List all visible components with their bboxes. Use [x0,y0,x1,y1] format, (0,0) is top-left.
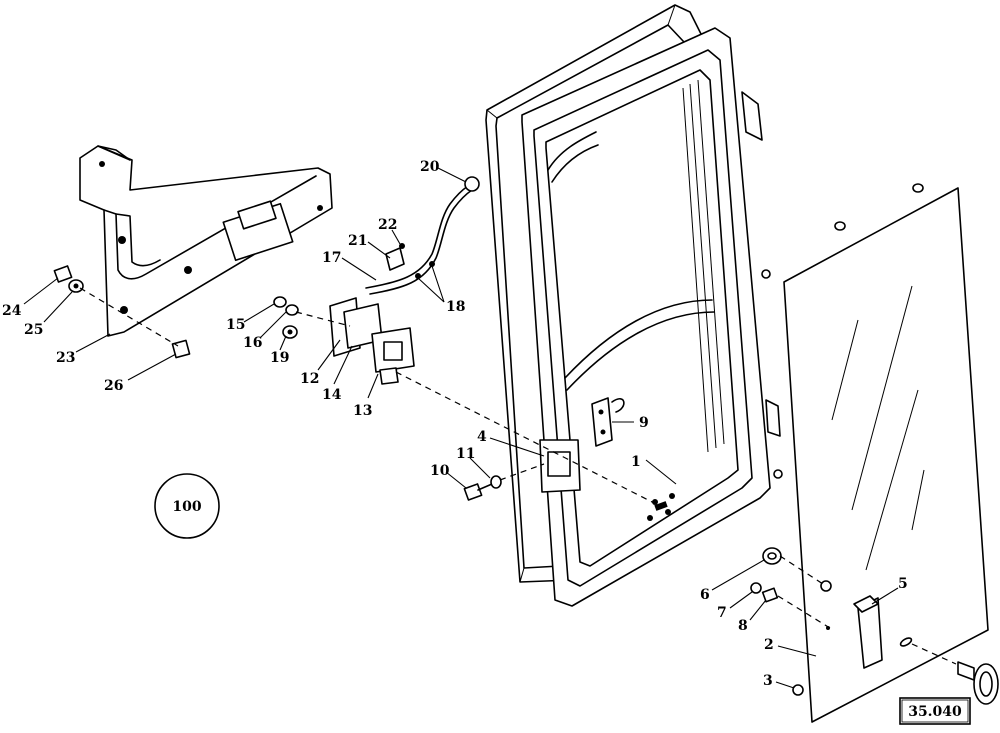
callout-19: 19 [270,350,289,366]
reference-box-label: 35.040 [908,704,962,720]
callout-5: 5 [898,576,908,592]
callout-21: 21 [348,233,367,249]
callout-10: 10 [430,463,450,479]
callout-22: 22 [378,217,397,233]
left-bracket [79,145,333,337]
callout-8: 8 [738,618,748,634]
callout-13: 13 [353,403,372,419]
reference-circle-label: 100 [172,499,201,515]
callout-2: 2 [764,637,774,653]
callout-14: 14 [322,387,342,403]
callout-4: 4 [477,429,487,445]
callout-16: 16 [243,335,262,351]
assembly-lines [79,287,957,665]
loose-washers [761,183,924,479]
callout-9: 9 [639,415,649,431]
glass-panel [783,187,989,723]
reference-circle: 100 [154,473,220,539]
door-frame [521,27,781,607]
callout-6: 6 [700,587,710,603]
callout-24: 24 [2,303,22,319]
callout-18: 18 [446,299,465,315]
control-rod [365,176,480,295]
reference-box: 35.040 [899,697,971,725]
callout-25: 25 [24,322,43,338]
callout-11: 11 [456,446,475,462]
callout-7: 7 [717,605,727,621]
callout-15: 15 [226,317,245,333]
small-hardware [53,243,999,705]
callout-17: 17 [322,250,341,266]
callout-labels: 1 2 3 4 5 6 7 8 9 10 11 12 13 14 15 16 1… [2,159,908,689]
callout-26: 26 [104,378,123,394]
callout-3: 3 [763,673,773,689]
callout-1: 1 [631,454,641,470]
callout-23: 23 [56,350,75,366]
callout-12: 12 [300,371,319,387]
callout-20: 20 [420,159,440,175]
leader-lines [23,167,899,689]
latch-bracket-9 [591,397,625,447]
lock-mechanism [329,297,415,385]
